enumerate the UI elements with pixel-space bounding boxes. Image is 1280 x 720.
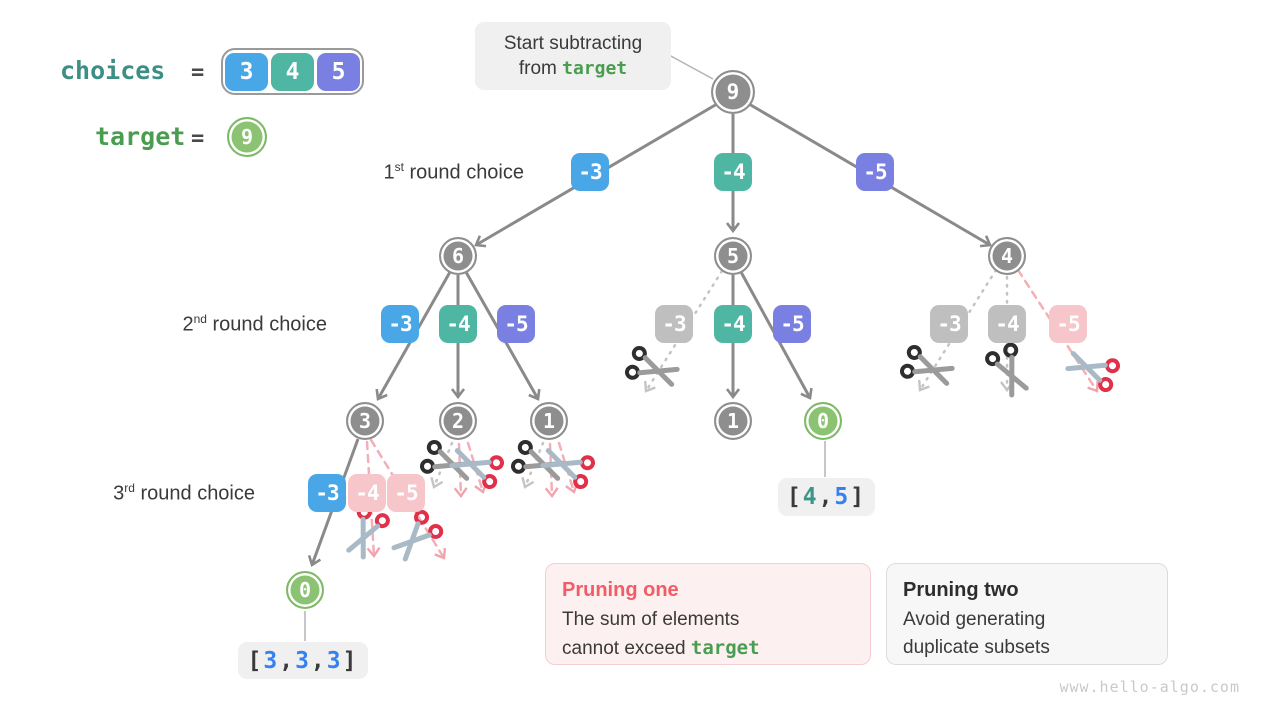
legend-text: Avoid generating: [903, 609, 1046, 630]
result-subset-333: [3,3,3]: [238, 642, 368, 679]
scissors-icon: [341, 504, 390, 561]
scissors-icon: [625, 346, 680, 392]
edge-label-minus4: -4: [714, 153, 752, 191]
scissors-icon: [985, 342, 1034, 399]
callout-line1: Start subtracting: [503, 33, 643, 54]
equals-sign: =: [191, 126, 205, 151]
round-label-2: 2nd round choice: [182, 312, 327, 336]
edge-label-minus5-pruned: -5: [1049, 305, 1087, 343]
choices-item: 3: [225, 52, 268, 91]
callout-line2: from target: [518, 58, 628, 79]
edge-label-minus3-pruned: -3: [930, 305, 968, 343]
scissors-icon: [900, 345, 955, 391]
edge-label-minus3-pruned: -3: [655, 305, 693, 343]
tree-node-0-solution: 0: [804, 402, 842, 440]
edge-label-minus5: -5: [773, 305, 811, 343]
edge-label-minus3: -3: [308, 474, 346, 512]
round-label-3: 3rd round choice: [113, 481, 255, 505]
edge-label-minus3: -3: [381, 305, 419, 343]
tree-node-5: 5: [714, 237, 752, 275]
edge-label-minus4-pruned: -4: [988, 305, 1026, 343]
tree-node-1b: 1: [714, 402, 752, 440]
edge-label-minus4: -4: [439, 305, 477, 343]
choices-array: 3 4 5: [221, 48, 364, 95]
watermark: www.hello-algo.com: [1059, 678, 1240, 696]
tree-node-4: 4: [988, 237, 1026, 275]
result-subset-45: [4,5]: [778, 478, 875, 516]
choices-label: choices: [60, 56, 166, 85]
tree-node-6: 6: [439, 237, 477, 275]
tree-node-1: 1: [530, 402, 568, 440]
edge-label-minus5: -5: [856, 153, 894, 191]
choices-item: 4: [271, 52, 314, 91]
scissors-icon: [449, 443, 504, 489]
scissors-icon: [388, 509, 444, 565]
thin-connectors: [304, 54, 826, 641]
round-label-1: 1st round choice: [383, 160, 524, 184]
scissors-icon: [540, 443, 595, 489]
legend-pruning-one: Pruning one The sum of elements cannot e…: [545, 563, 871, 665]
edge-label-minus5: -5: [497, 305, 535, 343]
target-value-node: 9: [227, 117, 267, 157]
callout-start-subtracting: Start subtracting from target: [475, 22, 671, 90]
target-label: target: [95, 122, 186, 151]
legend-pruning-two: Pruning two Avoid generating duplicate s…: [886, 563, 1168, 665]
choices-item: 5: [317, 52, 360, 91]
legend-title: Pruning two: [903, 579, 1019, 601]
tree-node-2: 2: [439, 402, 477, 440]
edge-label-minus3: -3: [571, 153, 609, 191]
tree-node-3: 3: [346, 402, 384, 440]
legend-text: cannot exceed target: [562, 637, 760, 659]
tree-node-0-solution: 0: [286, 571, 324, 609]
edge-label-minus4: -4: [714, 305, 752, 343]
legend-title: Pruning one: [562, 579, 679, 601]
equals-sign: =: [191, 60, 205, 85]
legend-text: duplicate subsets: [903, 637, 1050, 658]
edge-label-minus4-pruned: -4: [348, 474, 386, 512]
edge-label-minus5-pruned: -5: [387, 474, 425, 512]
legend-text: The sum of elements: [562, 609, 740, 630]
tree-node-root: 9: [711, 70, 755, 114]
